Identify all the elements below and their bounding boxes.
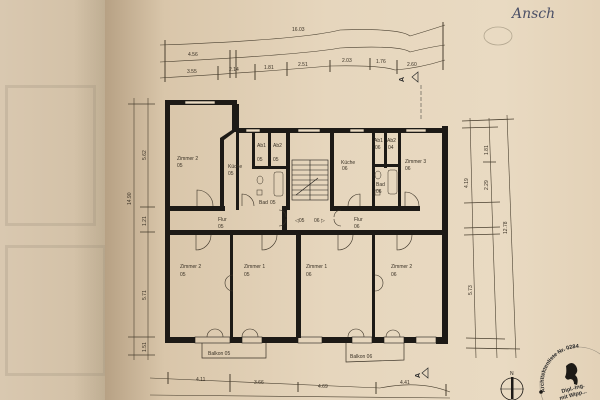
room-label: Küche (341, 160, 355, 166)
north-label: N (510, 371, 514, 377)
berlin-bear-icon (565, 363, 578, 385)
bottom-windows (194, 336, 437, 344)
room-label: Bad (259, 200, 268, 206)
dim-top-seg: 1.76 (376, 59, 386, 65)
top-dimension-lines (159, 22, 446, 82)
room-unit: 05 (273, 157, 279, 163)
dim-right-total: 12.78 (503, 221, 509, 234)
dim-bottom: 3.66 (254, 380, 264, 386)
dim-top-seg: 3.55 (187, 69, 197, 75)
room-label: Zimmer 1 (244, 264, 265, 270)
room-unit: 05 (244, 272, 250, 278)
room-label: Zimmer 2 (180, 264, 201, 270)
outer-walls (165, 100, 448, 344)
room-label: Küche (228, 164, 242, 170)
stamp-line2: mit Wipp... (559, 389, 588, 400)
room-labels: Zimmer 2 05 Küche 05 Ab1 05 Ab2 05 Bad 0… (177, 138, 426, 360)
stair-label: 06 ▷ (314, 218, 325, 224)
previous-page (0, 0, 106, 400)
room-label: Zimmer 2 (177, 156, 198, 162)
dim-top-seg: 2.51 (298, 62, 308, 68)
right-dimension-lines (461, 114, 521, 359)
dim-left-seg: 1.21 (142, 216, 148, 226)
dim-bottom: 4.69 (318, 384, 328, 390)
balcony-label: Balkon 05 (208, 351, 230, 357)
floor-plan-sheet (105, 0, 600, 400)
faint-stamp-mark (483, 26, 513, 46)
staircase (291, 159, 329, 201)
dim-right-inner: 1.81 (484, 145, 490, 155)
room-unit: 05 (228, 171, 234, 177)
room-unit: 06 (405, 166, 411, 172)
room-label: Ab1 (257, 143, 266, 149)
top-windows (184, 100, 427, 133)
dim-top-456: 4.56 (188, 52, 198, 58)
dim-left-total: 14.90 (127, 192, 133, 205)
room-unit: 06 (375, 145, 381, 151)
room-label: Zimmer 2 (391, 264, 412, 270)
dim-top-total: 16.03 (292, 27, 305, 33)
dim-bottom: 4.41 (400, 380, 410, 386)
room-label: Flur (218, 217, 227, 223)
north-arrow-icon: N (500, 371, 524, 400)
door-swings (195, 189, 420, 338)
dim-right-outer: 4.19 (464, 178, 470, 188)
ghost-plan-outline (5, 85, 96, 226)
room-unit: 06 (354, 224, 360, 230)
dim-left-seg: 5.71 (142, 290, 148, 300)
bath-fixtures (256, 169, 398, 197)
room-label: Zimmer 3 (405, 159, 426, 165)
room-label: Flur (354, 217, 363, 223)
section-marker-top: A (399, 77, 406, 82)
room-unit: 05 (257, 157, 263, 163)
dim-right-outer: 5.73 (468, 285, 474, 295)
dim-bottom: 4.11 (196, 377, 206, 383)
room-unit: 06 (342, 166, 348, 172)
room-label: Zimmer 1 (306, 264, 327, 270)
balcony-label: Balkon 06 (350, 354, 372, 360)
room-unit: 05 (270, 200, 276, 206)
handwritten-signature: Ansch (510, 6, 555, 22)
room-unit: 06 (376, 189, 382, 195)
section-arrow-icon (421, 367, 429, 379)
room-label: Bad (376, 182, 385, 188)
bottom-dimension-lines (149, 372, 451, 399)
room-unit: 05 (177, 163, 183, 169)
dim-top-seg: 2.60 (407, 62, 417, 68)
dim-left-seg: 1.51 (142, 342, 148, 352)
interior-walls (230, 104, 401, 338)
dim-right-inner: 2.29 (484, 180, 490, 190)
balconies (201, 343, 405, 363)
room-unit: 06 (391, 272, 397, 278)
section-arrow-icon (411, 71, 419, 83)
dim-left-seg: 5.62 (142, 150, 148, 160)
section-marker-bottom: A (415, 373, 422, 378)
room-label: Ab1 (374, 138, 383, 144)
ghost-plan-outline (5, 245, 106, 376)
architect-stamp: Architektenliste Nr. 0284 Dipl.-Ing. mit… (539, 344, 600, 400)
room-unit: 06 (306, 272, 312, 278)
room-unit: 05 (180, 272, 186, 278)
room-unit: 05 (218, 224, 224, 230)
dim-top-seg: 2.03 (342, 58, 352, 64)
room-unit: 04 (388, 145, 394, 151)
dim-top-seg: 1.81 (264, 65, 274, 71)
room-label: Ab2 (387, 138, 396, 144)
left-dimension-lines (128, 98, 155, 360)
stair-label: ◁05 (295, 218, 305, 224)
room-label: Ab2 (273, 143, 282, 149)
dim-top-seg: 2.14 (229, 67, 239, 73)
